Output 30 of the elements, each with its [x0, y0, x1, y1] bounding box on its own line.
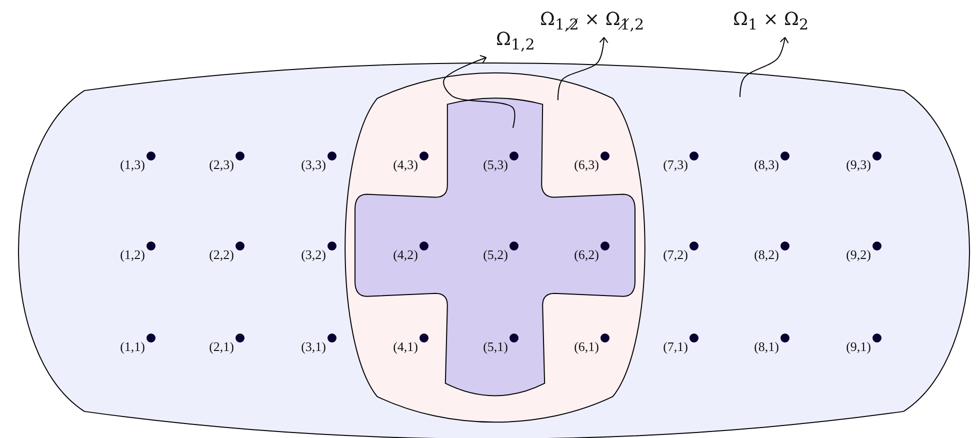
point-label: (8,1) [753, 339, 779, 355]
point-label: (5,1) [482, 339, 508, 355]
set-label: Ω$_{1}$ × Ω$_{2}$ [733, 8, 808, 37]
set-label: Ω$_{1,2}$ [496, 28, 535, 57]
point-label: (4,1) [392, 339, 418, 355]
point-label: (4,3) [392, 157, 418, 173]
point-label: (3,2) [300, 247, 326, 263]
point-label: (7,1) [662, 339, 688, 355]
point-label: (3,3) [300, 157, 326, 173]
point-label: (1,3) [119, 157, 145, 173]
point-label: (9,3) [845, 157, 871, 173]
point-label: (5,3) [482, 157, 508, 173]
point-label: (9,2) [845, 247, 871, 263]
point-label: (4,2) [392, 247, 418, 263]
set-label: Ω$_{1,2̸}$ × Ω$_{1̸,2}$ [540, 8, 644, 37]
point-label: (6,1) [573, 339, 599, 355]
point-label: (8,2) [753, 247, 779, 263]
point-label: (7,2) [662, 247, 688, 263]
point-label: (7,3) [662, 157, 688, 173]
point-label: (6,3) [573, 157, 599, 173]
point-label: (2,1) [208, 339, 234, 355]
point-label: (6,2) [573, 247, 599, 263]
point-label: (5,2) [482, 247, 508, 263]
point-label: (9,1) [845, 339, 871, 355]
point-label: (1,1) [119, 339, 145, 355]
point-label: (8,3) [753, 157, 779, 173]
point-label: (3,1) [300, 339, 326, 355]
point-label: (2,3) [208, 157, 234, 173]
point-label: (2,2) [208, 247, 234, 263]
point-label: (1,2) [119, 247, 145, 263]
